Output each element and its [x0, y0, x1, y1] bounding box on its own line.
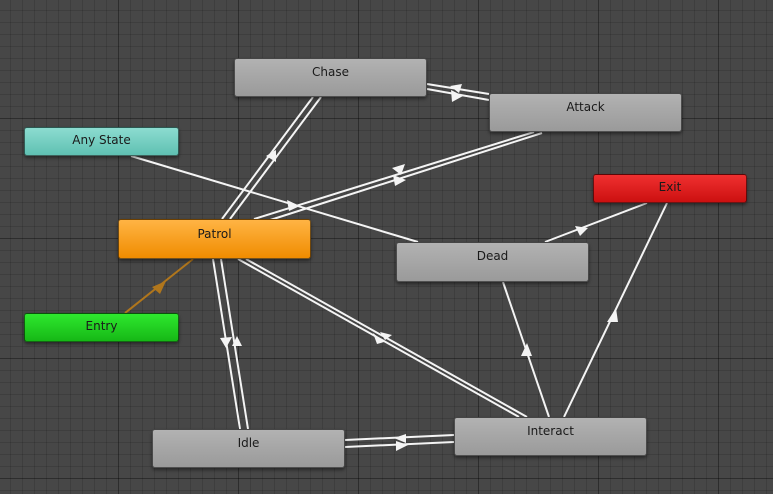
state-node-dead[interactable]: Dead [396, 242, 589, 282]
transition-patrol-chase[interactable] [221, 96, 314, 220]
transition-arrow-icon [380, 332, 392, 340]
state-node-entry[interactable]: Entry [24, 313, 179, 342]
transition-dead-exit[interactable] [544, 202, 648, 243]
state-node-any-state[interactable]: Any State [24, 127, 179, 156]
state-node-interact[interactable]: Interact [454, 417, 647, 456]
transition-anystate-dead[interactable] [130, 155, 419, 243]
state-label: Chase [312, 65, 349, 79]
state-label: Patrol [197, 227, 232, 241]
state-node-patrol[interactable]: Patrol [118, 219, 311, 259]
transition-attack-patrol[interactable] [263, 132, 543, 223]
state-label: Any State [72, 133, 131, 147]
state-label: Idle [237, 436, 260, 450]
transition-arrow-icon [392, 164, 405, 175]
transition-arrow-icon [521, 343, 532, 356]
transition-arrow-icon [607, 308, 618, 322]
state-node-attack[interactable]: Attack [489, 93, 682, 132]
state-label: Exit [658, 180, 682, 194]
state-label: Dead [476, 249, 509, 263]
transition-arrow-icon [287, 200, 300, 211]
transition-arrow-icon [450, 84, 462, 93]
state-node-chase[interactable]: Chase [234, 58, 427, 97]
transition-arrow-icon [394, 434, 406, 443]
state-label: Entry [85, 319, 118, 333]
transition-arrow-icon [373, 333, 384, 344]
state-label: Interact [527, 424, 574, 438]
transition-chase-patrol[interactable] [229, 96, 322, 220]
state-node-idle[interactable]: Idle [152, 429, 345, 468]
state-label: Attack [566, 100, 605, 114]
state-node-exit[interactable]: Exit [593, 174, 747, 203]
transition-arrow-icon [266, 150, 276, 162]
transition-arrow-icon [232, 336, 242, 346]
transition-arrow-icon [393, 175, 406, 186]
transition-arrow-icon [220, 337, 232, 348]
transition-arrow-icon [575, 226, 588, 236]
transition-arrow-icon [152, 281, 166, 294]
transition-arrow-icon [451, 90, 463, 102]
transition-arrow-icon [396, 441, 408, 451]
